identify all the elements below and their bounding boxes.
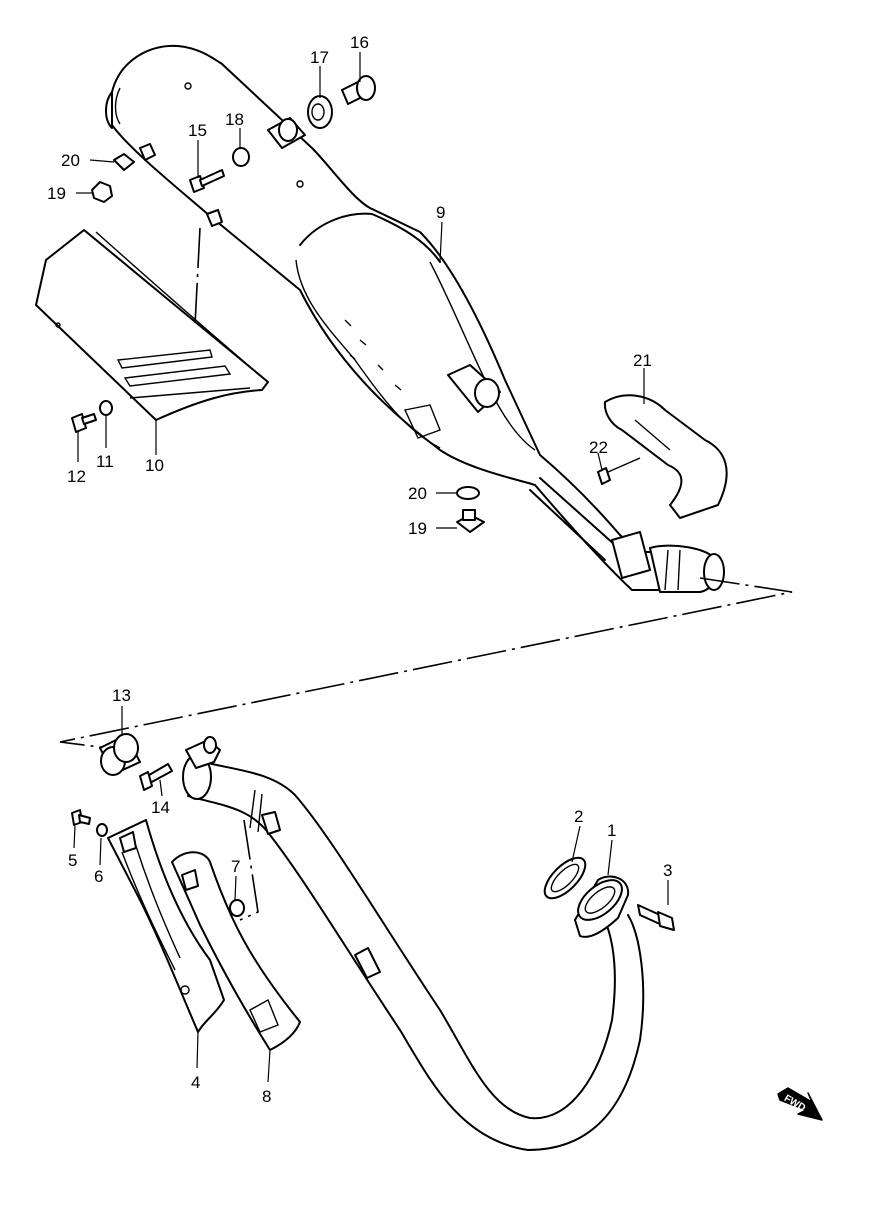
callout-7: 7 [231,857,240,876]
callout-10: 10 [145,456,164,475]
bolt-19-lower[interactable] [456,509,485,533]
forward-direction-arrow: FWD [777,1087,823,1121]
callout-labels: 1 2 3 4 5 6 7 8 9 10 11 12 13 14 15 16 1… [47,33,672,1106]
washer-18[interactable] [232,147,250,167]
exhaust-gasket[interactable] [538,851,592,905]
washer-6[interactable] [96,823,108,837]
callout-3: 3 [663,861,672,880]
bolt-14[interactable] [139,763,173,791]
heat-shield-rear[interactable] [171,851,301,1051]
shield-alignment-line [194,227,201,326]
callout-19-upper: 19 [47,184,66,203]
callout-22: 22 [589,438,608,457]
washer-11[interactable] [99,400,113,416]
assembly-center-line [59,577,793,749]
callout-11: 11 [96,452,114,471]
heat-shield-muffler[interactable] [35,229,269,421]
cushion-7[interactable] [229,899,245,917]
bolt-5[interactable] [71,809,91,826]
callout-4: 4 [191,1073,200,1092]
bolt-12[interactable] [71,413,97,433]
callout-16: 16 [350,33,369,52]
callout-21: 21 [633,351,652,370]
callout-13: 13 [112,686,131,705]
callout-20-upper: 20 [61,151,80,170]
exhaust-pipe[interactable] [182,736,645,1151]
grommet-17[interactable] [307,95,333,129]
callout-20-lower: 20 [408,484,427,503]
nut-19-upper[interactable] [91,181,113,203]
bolt-16[interactable] [341,75,376,105]
callout-15: 15 [188,121,207,140]
washer-20-lower[interactable] [456,486,480,500]
muffler-assembly[interactable] [105,44,725,593]
callout-17: 17 [310,48,329,67]
callout-14: 14 [151,798,170,817]
bolt-15[interactable] [189,169,225,193]
fwd-arrow-icon [777,1087,823,1121]
callout-18: 18 [225,110,244,129]
exhaust-collar[interactable] [99,733,141,776]
screw-22[interactable] [597,457,641,485]
callout-8: 8 [262,1087,271,1106]
callout-5: 5 [68,851,77,870]
callout-1: 1 [607,821,616,840]
washer-20-upper[interactable] [113,153,135,171]
callout-6: 6 [94,867,103,886]
callout-2: 2 [574,807,583,826]
callout-9: 9 [436,203,445,222]
leader-lines [73,52,669,1083]
muffler-cover[interactable] [603,394,728,519]
callout-19-lower: 19 [408,519,427,538]
shield-8-line [239,819,259,921]
flange-bolt[interactable] [637,904,675,931]
callout-12: 12 [67,467,86,486]
heat-shield-front[interactable] [107,819,225,1033]
